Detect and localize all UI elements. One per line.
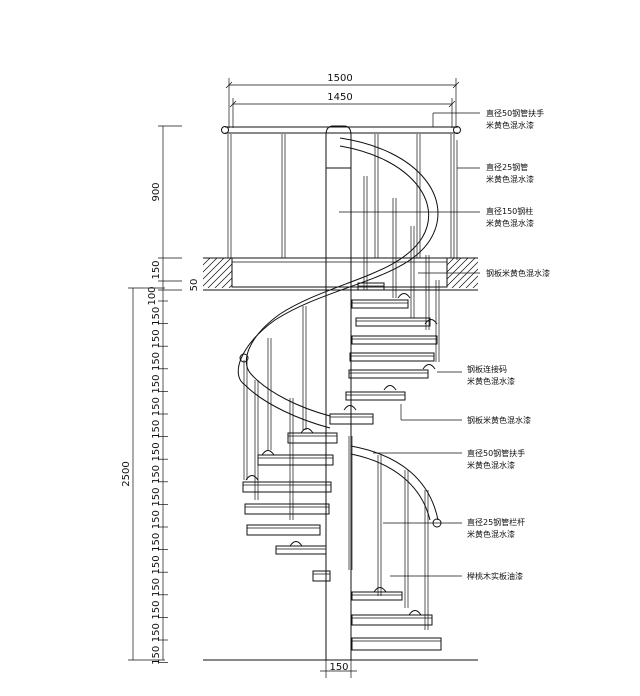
note-floor-plate: 钢板米黄色混水漆 [486, 268, 550, 278]
connector-bracket [261, 450, 275, 456]
hatch-line [203, 258, 211, 266]
riser-label: 150 [151, 578, 162, 597]
stair-tread [351, 614, 433, 626]
note-connector-2: 米黄色混水漆 [467, 376, 515, 386]
note-baluster-low-2: 米黄色混水漆 [467, 529, 515, 539]
rail-end-cap-left [221, 126, 229, 134]
note-baluster-top-1: 直径25钢管 [486, 162, 528, 172]
note-tread-finish: 榉桃木实板油漆 [467, 571, 523, 581]
note-column-2: 米黄色混水漆 [486, 218, 534, 228]
dim-railing-height: 900 [151, 182, 162, 201]
dim-top-outer: 1500 [327, 73, 352, 84]
connector-bracket [289, 541, 303, 547]
riser-label: 150 [151, 352, 162, 371]
hatch-line [447, 258, 455, 266]
left-dimension-lines [128, 125, 182, 663]
riser-label: 150 [151, 623, 162, 642]
stair-tread [246, 524, 321, 536]
riser-label: 150 [151, 533, 162, 552]
dim-floor-offset: 50 [189, 279, 200, 292]
connector-bracket [343, 405, 357, 411]
stair-tread [244, 503, 330, 515]
treads [242, 282, 442, 651]
hatch-line [447, 258, 462, 273]
note-handrail-low-1: 直径50钢管扶手 [467, 448, 525, 458]
riser-label: 150 [151, 329, 162, 348]
hatch-line [214, 270, 232, 288]
stair-tread [329, 413, 374, 425]
hatch-line [465, 275, 478, 288]
stair-tread [357, 282, 385, 291]
riser-label: 150 [151, 601, 162, 620]
stair-tread [287, 432, 338, 444]
connector-bracket [424, 319, 438, 325]
dim-top-inner: 1450 [327, 92, 352, 103]
note-connector-1: 钢板连接码 [467, 364, 507, 374]
hatch-line [203, 258, 218, 273]
connector-bracket [422, 364, 436, 370]
connector-bracket [397, 293, 411, 299]
riser-label: 150 [151, 420, 162, 439]
hatch-line [221, 277, 232, 288]
connector-bracket [408, 610, 422, 616]
hatch-line [207, 263, 232, 288]
note-handrail-top-1: 直径50钢管扶手 [486, 108, 544, 118]
annotation-leaders [339, 112, 480, 577]
note-baluster-low-1: 直径25钢管栏杆 [467, 517, 525, 527]
spiral-balusters [243, 176, 440, 630]
stair-tread [351, 637, 442, 651]
hatch-line [203, 258, 225, 280]
riser-label: 150 [151, 307, 162, 326]
connector-bracket [300, 428, 314, 434]
stair-tread [242, 481, 332, 493]
riser-label: 150 [151, 465, 162, 484]
riser-label: 150 [151, 488, 162, 507]
riser-label: 150 [151, 646, 162, 665]
note-tread-plate: 钢板米黄色混水漆 [467, 415, 531, 425]
riser-dimension-labels: 150 150 150 150 150 150 150 150 150 150 150 150 150 1… [151, 307, 162, 665]
top-railing [221, 126, 461, 258]
stair-tread [312, 570, 331, 582]
riser-label: 150 [151, 375, 162, 394]
dim-floor-thickness: 150 [151, 260, 162, 279]
riser-label: 150 [151, 555, 162, 574]
stair-tread [348, 369, 429, 379]
note-handrail-low-2: 米黄色混水漆 [467, 460, 515, 470]
stair-tread [275, 545, 327, 555]
stair-tread [345, 391, 406, 401]
stair-tread [351, 335, 438, 345]
riser-label: 150 [151, 442, 162, 461]
riser-label: 150 [151, 397, 162, 416]
connector-bracket [373, 587, 387, 593]
stair-tread [257, 454, 334, 466]
dim-total-height: 2500 [121, 461, 132, 486]
dim-column-width: 150 [329, 662, 348, 673]
top-dimension-lines [225, 78, 460, 128]
lower-spiral-handrail [350, 445, 442, 528]
stair-tread [349, 352, 435, 362]
rail-end-cap-right [453, 126, 461, 134]
note-column-1: 直径150钢柱 [486, 206, 533, 216]
floor-slab [203, 257, 478, 291]
stair-tread [351, 591, 403, 601]
stair-tread [351, 299, 409, 309]
connector-bracket [383, 385, 397, 391]
stair-tread [355, 317, 431, 327]
hatch-line [203, 258, 232, 287]
note-handrail-top-2: 米黄色混水漆 [486, 120, 534, 130]
hatch-line [228, 284, 232, 288]
connector-bracket [245, 475, 259, 481]
riser-label: 150 [151, 510, 162, 529]
dim-first-step: 100 [147, 286, 158, 305]
bottom-dimension-lines [320, 660, 357, 678]
note-baluster-top-2: 米黄色混水漆 [486, 174, 534, 184]
